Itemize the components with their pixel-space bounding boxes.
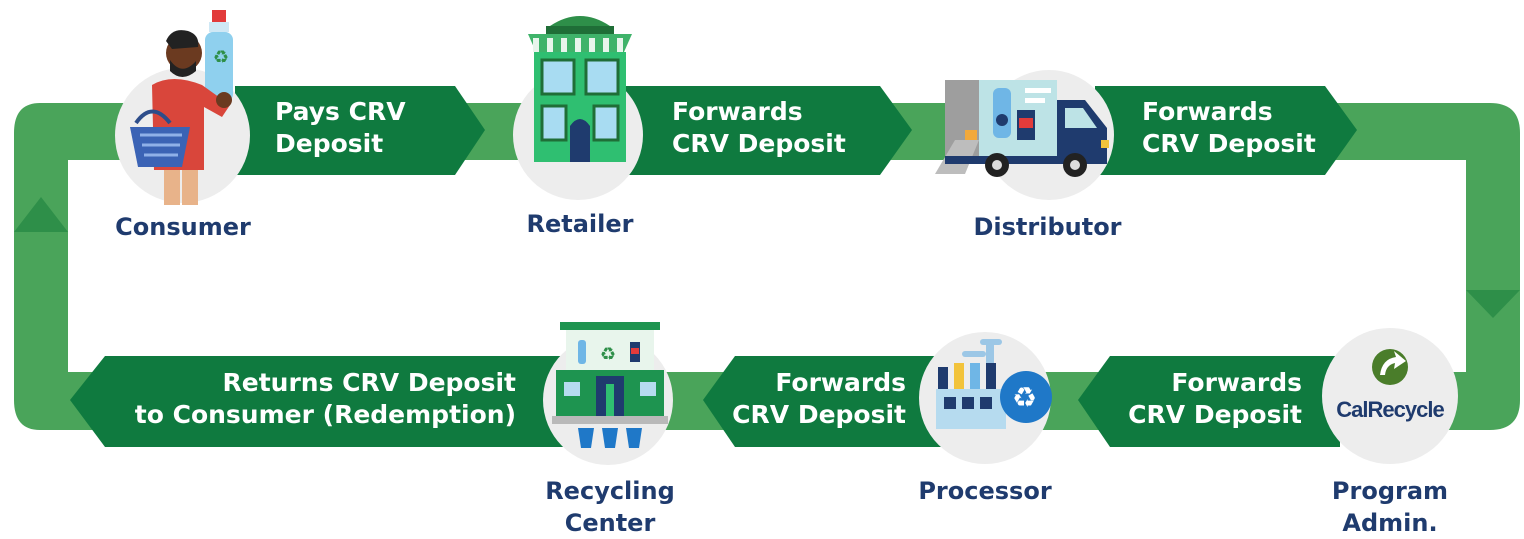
program-admin-line2: Admin. xyxy=(1342,509,1438,537)
processor-label-text: Processor xyxy=(918,477,1052,505)
consumer-label: Consumer xyxy=(98,211,268,243)
processor-label: Processor xyxy=(900,475,1070,507)
delivery-truck-icon xyxy=(935,80,1109,177)
arrow-text-distributor-forwards: Forwards CRV Deposit xyxy=(1142,96,1316,160)
arrow-text-pays-crv: Pays CRV Deposit xyxy=(275,96,406,160)
arrow-text-admin-forwards: Forwards CRV Deposit xyxy=(1125,367,1302,431)
arrow-text-line2: Deposit xyxy=(275,129,384,158)
person-with-bottle-and-basket-icon: ♻ xyxy=(130,10,233,205)
logo-text: CalRecycle xyxy=(1336,397,1444,422)
arrow-text-returns-deposit: Returns CRV Deposit to Consumer (Redempt… xyxy=(118,367,516,431)
svg-text:♻: ♻ xyxy=(1012,381,1037,414)
retailer-label-text: Retailer xyxy=(526,210,634,238)
arrow-admin-to-processor xyxy=(1078,356,1340,447)
program-admin-line1: Program xyxy=(1331,477,1449,505)
arrow-text-line1: Pays CRV xyxy=(275,97,406,126)
arrow-text-line1: Forwards xyxy=(672,97,803,126)
arrow-processor-to-recycling xyxy=(703,356,945,447)
calrecycle-logo: CalRecycle xyxy=(1336,349,1445,422)
program-admin-label: Program Admin. xyxy=(1310,475,1470,539)
arrow-text-processor-forwards: Forwards CRV Deposit xyxy=(728,367,906,431)
svg-text:♻: ♻ xyxy=(213,47,229,68)
arrow-retailer-to-distributor xyxy=(620,86,912,175)
loop-up-arrow xyxy=(14,197,68,232)
retailer-label: Retailer xyxy=(500,208,660,240)
store-building-icon xyxy=(528,16,632,162)
distributor-label: Distributor xyxy=(955,211,1140,243)
arrow-text-line1: Returns CRV Deposit xyxy=(222,368,517,397)
factory-recycle-icon: ♻ xyxy=(936,339,1052,429)
arrow-text-line2: CRV Deposit xyxy=(672,129,846,158)
loop-down-arrow xyxy=(1466,290,1520,318)
recycling-center-line2: Center xyxy=(564,509,656,537)
recycling-center-line1: Recycling xyxy=(545,477,675,505)
arrow-text-line2: CRV Deposit xyxy=(1128,400,1302,429)
arrow-distributor-to-admin xyxy=(1095,86,1357,175)
arrow-text-retailer-forwards: Forwards CRV Deposit xyxy=(672,96,846,160)
arrow-text-line1: Forwards xyxy=(1171,368,1302,397)
arrow-text-line1: Forwards xyxy=(775,368,906,397)
arrow-recycling-to-consumer xyxy=(70,356,575,447)
arrow-text-line2: CRV Deposit xyxy=(732,400,906,429)
arrow-text-line1: Forwards xyxy=(1142,97,1273,126)
recycling-center-building-icon: ♻ xyxy=(552,322,668,448)
arrow-consumer-to-retailer xyxy=(235,86,485,175)
arrow-text-line2: to Consumer (Redemption) xyxy=(134,400,516,429)
distributor-label-text: Distributor xyxy=(973,213,1122,241)
svg-text:♻: ♻ xyxy=(600,344,616,365)
consumer-label-text: Consumer xyxy=(115,213,251,241)
arrow-text-line2: CRV Deposit xyxy=(1142,129,1316,158)
recycling-center-label: Recycling Center xyxy=(525,475,695,539)
